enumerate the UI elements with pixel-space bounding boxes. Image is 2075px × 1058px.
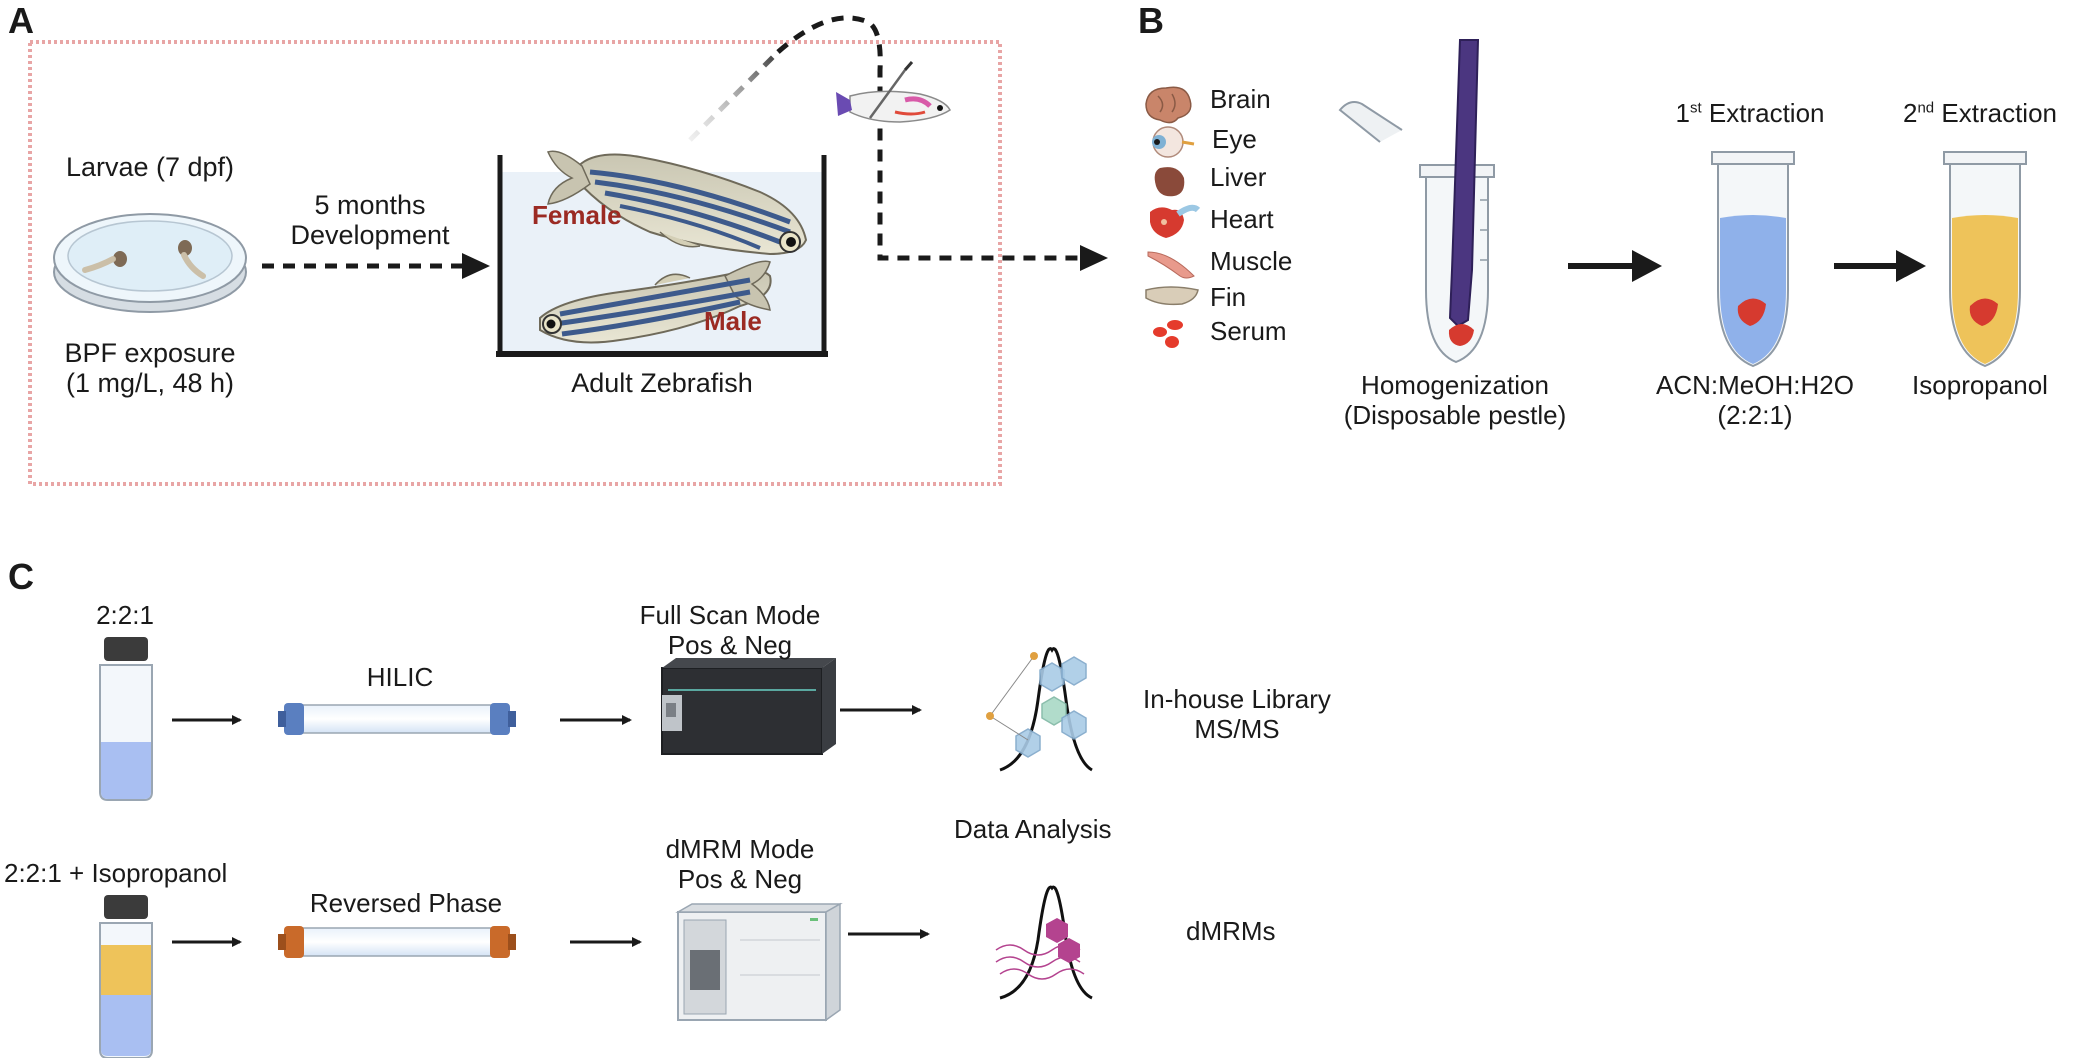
data-analysis-label: Data Analysis — [954, 814, 1112, 844]
arrowhead-to-tissues — [1080, 245, 1108, 271]
solvent1-line2: (2:2:1) — [1717, 400, 1793, 430]
panel-label-a: A — [8, 0, 34, 41]
second-extraction-tube — [1943, 151, 2027, 368]
ms-instrument-fullscan — [661, 658, 836, 755]
row1-result-line2: MS/MS — [1194, 714, 1280, 744]
exposure-line2: (1 mg/L, 48 h) — [65, 368, 235, 398]
second-extraction-label: 2nd Extraction — [1903, 98, 2057, 128]
brain-icon — [1145, 86, 1192, 124]
ms-instrument-dmrm — [675, 902, 843, 1022]
liver-icon — [1154, 167, 1185, 197]
tissue-label-heart: Heart — [1210, 204, 1274, 234]
exposure-line1: BPF exposure — [64, 338, 236, 368]
male-fish — [539, 260, 772, 344]
development-line2: Development — [290, 220, 450, 250]
first-extraction-tube — [1711, 151, 1795, 368]
panel-label-b: B — [1138, 0, 1164, 41]
row2-column-label: Reversed Phase — [309, 888, 503, 918]
row1-result-line1: In-house Library — [1143, 684, 1331, 714]
row2-mode-line2: Pos & Neg — [677, 864, 803, 894]
female-fish — [546, 150, 808, 256]
solvent2-label: Isopropanol — [1912, 370, 2048, 400]
row1-column-label: HILIC — [366, 662, 434, 692]
solvent1-line1: ACN:MeOH:H2O — [1656, 370, 1854, 400]
fin-icon — [1145, 286, 1199, 306]
larvae-title: Larvae (7 dpf) — [65, 152, 235, 182]
dissection-link-line — [688, 53, 777, 142]
panel-a-border — [28, 40, 1002, 486]
tissue-label-serum: Serum — [1210, 316, 1287, 346]
heart-icon — [1150, 204, 1201, 238]
row2-result-label: dMRMs — [1186, 916, 1276, 946]
eye-icon — [1152, 126, 1195, 158]
panel-label-c: C — [8, 556, 34, 597]
homogenization-line2: (Disposable pestle) — [1343, 400, 1567, 430]
arrowhead-to-first-extraction — [1632, 250, 1662, 282]
serum-icon — [1153, 320, 1183, 348]
row2-mode-line1: dMRM Mode — [665, 834, 815, 864]
reversed-phase-column — [278, 926, 516, 958]
vial-row2 — [99, 895, 153, 1058]
tissue-label-liver: Liver — [1210, 162, 1267, 192]
male-label: Male — [704, 306, 762, 336]
tissue-label-brain: Brain — [1210, 84, 1271, 114]
muscle-icon — [1147, 251, 1195, 279]
tissue-label-fin: Fin — [1210, 282, 1247, 312]
row1-mode-line1: Full Scan Mode — [639, 600, 821, 630]
development-line1: 5 months — [314, 190, 426, 220]
library-spectrum-icon — [986, 647, 1093, 772]
female-label: Female — [532, 200, 622, 230]
row2-sample-label: 2:2:1 + Isopropanol — [4, 858, 228, 888]
tissue-label-muscle: Muscle — [1210, 246, 1293, 276]
homogenization-line1: Homogenization — [1361, 370, 1549, 400]
tissue-label-eye: Eye — [1212, 124, 1257, 154]
homogenization-tube — [1338, 39, 1495, 364]
arrowhead-to-second-extraction — [1896, 250, 1926, 282]
dmrm-spectrum-icon — [995, 885, 1093, 1000]
vial-row1 — [99, 637, 153, 801]
tank-caption: Adult Zebrafish — [571, 368, 753, 398]
petri-dish — [53, 213, 247, 313]
row1-mode-line2: Pos & Neg — [667, 630, 793, 660]
dissected-fish — [836, 61, 951, 123]
first-extraction-label: 1st Extraction — [1675, 98, 1825, 128]
row1-sample-label: 2:2:1 — [96, 600, 154, 630]
hilic-column — [278, 703, 516, 735]
arrowhead-development — [462, 253, 490, 279]
